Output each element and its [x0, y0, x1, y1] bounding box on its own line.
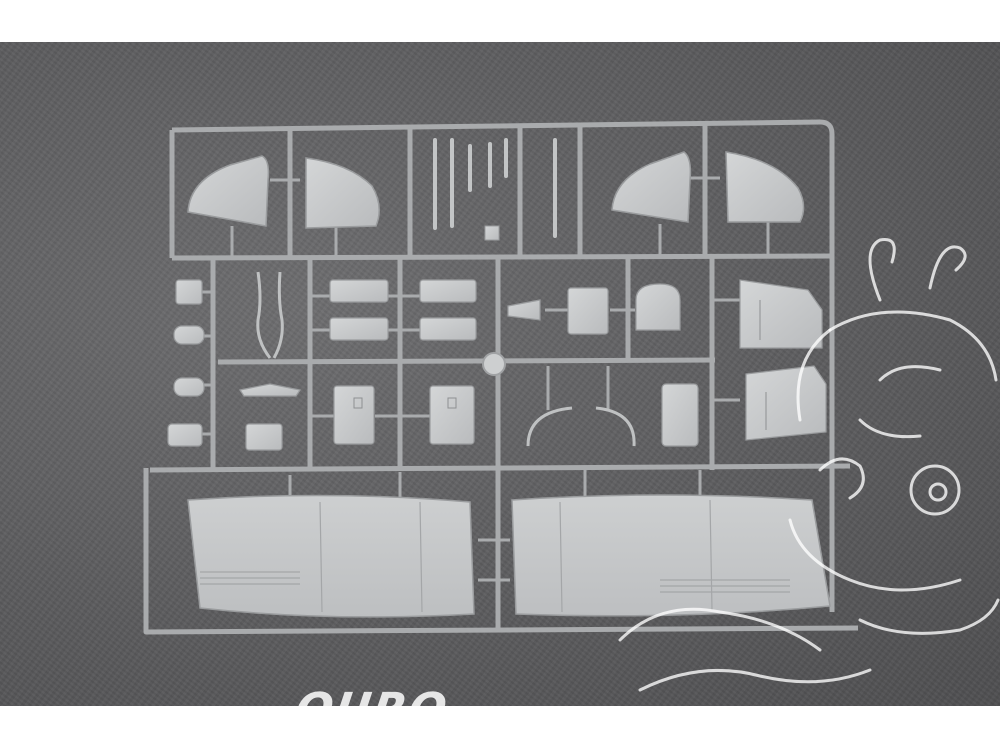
sprue-hub	[482, 352, 506, 376]
rod-parts	[433, 138, 557, 238]
small-parts-left	[167, 279, 301, 451]
large-panel-right	[511, 494, 831, 617]
panel-parts-right	[739, 279, 827, 441]
watermark-brand-text: OURO MODEL	[296, 680, 640, 706]
panel-details	[353, 300, 767, 430]
large-panel-left	[187, 494, 475, 618]
sprue-gates	[200, 176, 770, 582]
sprue-frame	[143, 119, 859, 635]
fin-parts-upper	[187, 151, 805, 229]
cartoon-face-watermark-icon	[618, 237, 1000, 692]
panel-parts-middle	[329, 279, 699, 447]
small-block-part	[484, 225, 500, 241]
linkage-parts	[256, 271, 636, 447]
